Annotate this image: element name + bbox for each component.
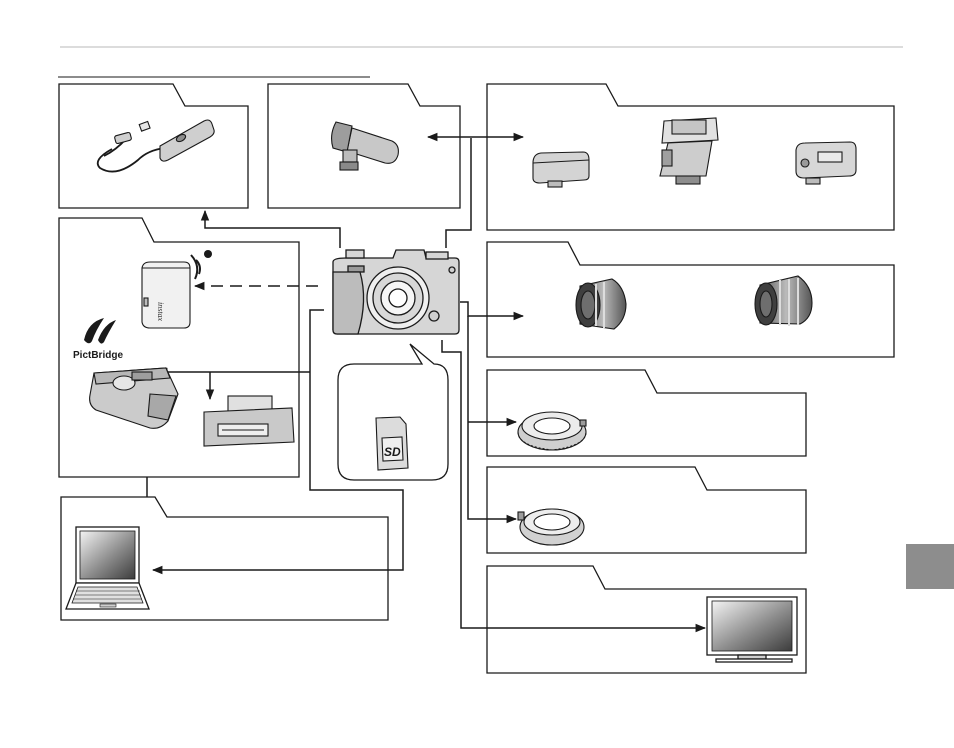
- remote-release-connector: [200, 209, 341, 248]
- flash-hotshoe-line: [445, 138, 472, 248]
- pictbridge-label: PictBridge: [73, 350, 123, 361]
- camera-icon: [332, 249, 460, 335]
- microphone-icon: [330, 121, 399, 171]
- hdmi-tv-box: [486, 565, 807, 674]
- flash-unit-large-icon: [659, 117, 719, 185]
- mount-adapter-connector: [467, 316, 518, 524]
- zoom-lens-icon: [754, 275, 813, 326]
- macro-extension-tube-icon: [517, 411, 587, 451]
- instax-logo-text: instax: [156, 302, 165, 322]
- remote-release-box: [58, 83, 249, 209]
- printers-box: [58, 217, 300, 478]
- lenses-box: [486, 241, 895, 358]
- extension-tube-box: [486, 369, 807, 457]
- microphone-box: [267, 83, 461, 209]
- flash-units-box: [486, 83, 895, 231]
- instax-share-printer-icon: instax: [141, 261, 191, 329]
- lens-mount-connector: [460, 301, 525, 321]
- flash-unit-small-icon: [532, 151, 590, 188]
- photo-printer-icon: [89, 367, 179, 429]
- mount-adapter-box: [486, 466, 807, 554]
- computer-box: [60, 496, 389, 621]
- hdmi-connector: [441, 340, 707, 633]
- usb-cable-line: [151, 309, 404, 575]
- wireless-signal-icon: [190, 250, 212, 280]
- prime-lens-icon: [575, 278, 627, 330]
- sd-logo-text: SD: [384, 445, 401, 459]
- inkjet-printer-icon: [203, 395, 295, 447]
- chapter-thumb-tab: [906, 544, 954, 589]
- laptop-computer-icon: [65, 526, 150, 610]
- pictbridge-logo: PictBridge: [73, 318, 123, 361]
- remote-release-icon: [96, 119, 215, 173]
- mount-adapter-icon: [517, 508, 585, 546]
- memory-card-box: [337, 343, 449, 481]
- sd-card-icon: SD: [375, 416, 409, 471]
- flash-unit-compact-icon: [795, 141, 857, 185]
- television-icon: [706, 596, 798, 663]
